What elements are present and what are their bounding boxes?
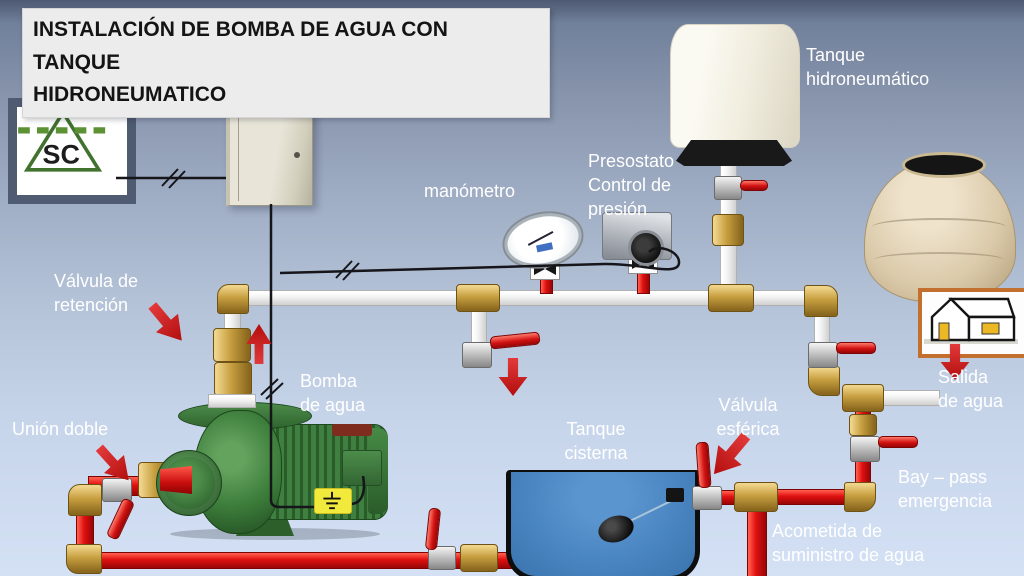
pump-terminal-box: [342, 450, 382, 486]
salida-tee: [842, 384, 884, 412]
baypass-union: [849, 414, 877, 436]
pump-flange-plate: [208, 394, 256, 408]
storage-tank-opening: [902, 152, 986, 178]
hydro-tank-body: [670, 24, 800, 148]
left-elbow-top: [68, 484, 102, 516]
flow-arrow-retencion: [141, 296, 194, 351]
bottom-valve-handle: [424, 507, 442, 551]
suction-valve-handle: [105, 497, 136, 541]
right-ball-valve: [808, 342, 838, 368]
label-tanque-hidroneumatico: Tanque hidroneumático: [806, 45, 930, 89]
hydro-tank-base: [676, 140, 792, 166]
label-tanque-cisterna: Tanque cisterna: [564, 419, 628, 463]
label-salida-de-agua: Salida de agua: [938, 367, 1004, 411]
esferica-valve-handle: [695, 441, 712, 489]
label-baypass: Bay – pass emergencia: [898, 467, 993, 511]
tank-ball-valve: [714, 176, 742, 200]
tank-union: [712, 214, 744, 246]
discharge-elbow: [217, 284, 249, 314]
drain-valve-handle: [489, 331, 541, 350]
sc-triangle-icon: SC: [18, 108, 108, 172]
label-bomba-de-agua: Bomba de agua: [300, 371, 366, 415]
tank-tee: [708, 284, 754, 312]
storage-tank-ridge2: [874, 252, 1004, 268]
house-icon: [918, 288, 1024, 358]
control-panel: [226, 110, 313, 206]
wire-break-icon: [161, 168, 186, 189]
acometida-pipe: [747, 508, 767, 576]
wire-break-icon: [260, 378, 284, 400]
right-elbow-bottom: [808, 366, 840, 396]
label-manometro: manómetro: [424, 181, 516, 201]
right-valve-handle: [836, 342, 876, 354]
baypass-valve-handle: [878, 436, 918, 448]
drain-ball-valve: [462, 342, 492, 368]
drain-tee: [456, 284, 500, 312]
label-acometida: Acometida de suministro de agua: [772, 521, 925, 565]
storage-tank-ridge: [872, 218, 1006, 236]
panel-door-line: [238, 115, 239, 201]
pump-motor-stripe: [332, 424, 372, 436]
salida-pipe: [876, 390, 940, 406]
sc-logo-text: SC: [43, 140, 80, 170]
acometida-tee: [734, 482, 778, 512]
flow-arrow-drain: [498, 358, 528, 396]
right-elbow-top: [804, 285, 838, 317]
float-valve-fitting: [666, 488, 684, 502]
ground-symbol: [314, 488, 352, 514]
baypass-horizontal-pipe: [766, 489, 854, 505]
esferica-ball-valve: [692, 486, 722, 510]
pump-inlet-red: [160, 466, 192, 494]
left-elbow-bottom: [66, 544, 102, 574]
label-valvula-esferica: Válvula esférica: [716, 395, 780, 439]
gauge-tag: [536, 242, 554, 253]
panel-handle: [294, 152, 300, 159]
wire-break-icon: [335, 260, 360, 281]
label-presostato: Presostato Control de presión: [588, 151, 675, 219]
check-valve: [213, 328, 251, 362]
tank-valve-handle: [740, 180, 768, 191]
page-title: INSTALACIÓN DE BOMBA DE AGUA CON TANQUE …: [22, 8, 550, 118]
label-union-doble: Unión doble: [12, 419, 109, 439]
bottom-union: [460, 544, 498, 572]
check-valve-fitting: [214, 362, 252, 396]
manometer-gauge: [499, 206, 587, 274]
label-valvula-retencion: Válvula de retención: [54, 271, 139, 315]
baypass-ball-valve: [850, 436, 880, 462]
baypass-elbow: [844, 482, 876, 512]
pressure-switch-port: [628, 230, 664, 266]
